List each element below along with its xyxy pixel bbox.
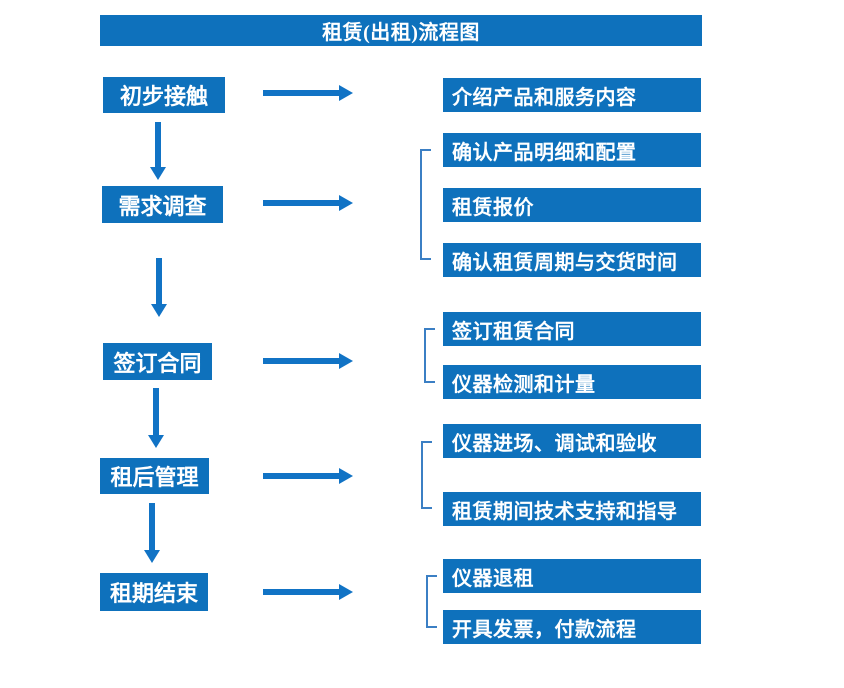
step-box-demand-survey: 需求调查 [102, 186, 223, 223]
detail-box-technical-support: 租赁期间技术支持和指导 [443, 492, 701, 526]
arrow-down-step2-step3 [151, 258, 167, 317]
step-box-initial-contact: 初步接触 [103, 77, 225, 113]
detail-box-rental-quotation: 租赁报价 [443, 188, 701, 222]
step-box-post-rental-management: 租后管理 [100, 458, 209, 494]
detail-box-confirm-period-delivery: 确认租赁周期与交货时间 [443, 243, 701, 277]
bracket-post-rental-group [421, 441, 432, 509]
arrow-down-step3-step4 [148, 388, 164, 448]
arrow-right-post-rental [263, 468, 353, 484]
arrow-right-rental-end [263, 584, 353, 600]
step-box-sign-contract: 签订合同 [103, 343, 212, 380]
detail-box-instrument-setup-acceptance: 仪器进场、调试和验收 [443, 424, 701, 458]
arrow-right-initial-contact [263, 85, 353, 101]
detail-box-introduce-products: 介绍产品和服务内容 [443, 78, 701, 112]
step-box-rental-end: 租期结束 [100, 573, 208, 611]
arrow-right-sign-contract [263, 353, 353, 369]
bracket-rental-end-group [426, 575, 437, 628]
detail-box-instrument-inspection: 仪器检测和计量 [443, 365, 701, 399]
flowchart-title: 租赁(出租)流程图 [322, 22, 480, 44]
detail-box-invoice-payment: 开具发票，付款流程 [443, 610, 701, 644]
detail-box-sign-rental-contract: 签订租赁合同 [443, 312, 701, 346]
arrow-down-step1-step2 [150, 122, 166, 180]
bracket-demand-survey-group [420, 149, 431, 260]
bracket-sign-contract-group [424, 328, 435, 383]
detail-box-instrument-return: 仪器退租 [443, 559, 701, 593]
arrow-down-step4-step5 [144, 503, 160, 563]
detail-box-confirm-product-config: 确认产品明细和配置 [443, 133, 701, 167]
flowchart-title-bar: 租赁(出租)流程图 [100, 15, 702, 46]
arrow-right-demand-survey [263, 195, 353, 211]
